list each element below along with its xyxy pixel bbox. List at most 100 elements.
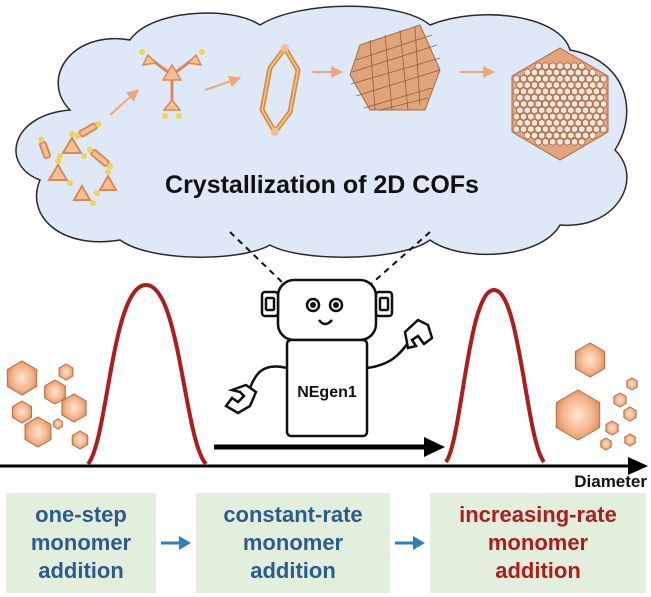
- honeycomb-cell: [512, 100, 520, 108]
- honeycomb-cell: [542, 137, 549, 146]
- honeycomb-cell: [542, 112, 549, 121]
- honeycomb-cell: [600, 87, 608, 96]
- step-arrow-1: [161, 536, 191, 550]
- step-3-line-3: addition: [495, 558, 581, 583]
- honeycomb-cell: [531, 131, 538, 140]
- honeycomb-cell: [512, 87, 520, 96]
- honeycomb-cell: [567, 106, 575, 115]
- honeycomb-cell: [545, 68, 553, 77]
- diameter-axis: [0, 457, 648, 475]
- step-3-line-2: monomer: [487, 530, 589, 555]
- honeycomb-cell: [571, 87, 578, 96]
- honeycomb-cell: [556, 87, 564, 96]
- honeycomb-cell: [567, 93, 575, 102]
- honeycomb-cell: [596, 118, 604, 127]
- honeycomb-cell: [560, 118, 568, 127]
- honeycomb-cell: [538, 106, 546, 115]
- robot: [224, 278, 434, 438]
- step-3-line-1: increasing-rate: [459, 502, 617, 527]
- honeycomb-cell: [523, 81, 531, 90]
- honeycomb-cell: [542, 125, 549, 134]
- step-2-line-2: monomer: [242, 530, 344, 555]
- honeycomb-cell: [585, 74, 593, 83]
- honeycomb-cell: [582, 68, 589, 77]
- step-1-line-2: monomer: [30, 530, 132, 555]
- honeycomb-cell: [600, 100, 608, 108]
- honeycomb-cell: [545, 93, 553, 102]
- honeycomb-cell: [589, 106, 597, 115]
- honeycomb-cell: [523, 118, 531, 127]
- cloud: [15, 5, 628, 258]
- step-arrow-2: [395, 536, 425, 550]
- honeycomb-cell: [527, 125, 535, 134]
- honeycomb-cell: [596, 106, 604, 115]
- crystal-hexagon: [44, 379, 66, 405]
- honeycomb-cell: [596, 81, 604, 90]
- honeycomb-cell: [552, 118, 560, 127]
- honeycomb-cell: [589, 131, 597, 140]
- honeycomb-cell: [527, 100, 535, 108]
- crystal-hexagon: [61, 393, 87, 423]
- honeycomb-cell: [512, 74, 520, 83]
- broad-distribution-curve: [86, 282, 208, 466]
- flow-arrows: [109, 66, 496, 116]
- honeycomb-cell: [589, 81, 597, 90]
- step-2-line-1: constant-rate: [223, 502, 363, 527]
- honeycomb-cell: [585, 100, 593, 108]
- honeycomb-cell: [542, 87, 549, 96]
- monomer-trimer: [139, 49, 205, 119]
- crystal-hexagon: [53, 418, 63, 430]
- honeycomb-cell: [520, 112, 528, 121]
- honeycomb-cell: [556, 125, 564, 134]
- honeycomb-cell: [589, 68, 597, 77]
- hexagonal-cof: [511, 47, 609, 161]
- honeycomb-cell: [600, 112, 608, 121]
- honeycomb-cell: [556, 62, 564, 71]
- crystal-hexagon: [71, 430, 89, 450]
- honeycomb-cell: [531, 68, 538, 77]
- honeycomb-cell: [578, 100, 586, 108]
- step-box-one-step: one-step monomer addition: [6, 493, 156, 593]
- honeycomb-cell: [549, 62, 557, 71]
- honeycomb-cell: [512, 125, 520, 134]
- honeycomb-cell: [578, 62, 586, 71]
- honeycomb-cell: [545, 81, 553, 90]
- honeycomb-cell: [567, 81, 575, 90]
- honeycomb-cell: [534, 100, 542, 108]
- honeycomb-cell: [523, 93, 531, 102]
- honeycomb-cell: [567, 68, 575, 77]
- honeycomb-cell: [549, 87, 557, 96]
- honeycomb-cell: [527, 112, 535, 121]
- honeycomb-cell: [567, 131, 575, 140]
- honeycomb-cell: [560, 68, 568, 77]
- honeycomb-cell: [523, 131, 531, 140]
- honeycomb-cell: [582, 81, 589, 90]
- cloud-title: Crystallization of 2D COFs: [165, 171, 479, 199]
- honeycomb-cell: [527, 87, 535, 96]
- honeycomb-cell: [578, 74, 586, 83]
- honeycomb-cell: [563, 137, 571, 146]
- honeycomb-cell: [556, 112, 564, 121]
- honeycomb-cell: [582, 106, 589, 115]
- honeycomb-cell: [592, 112, 600, 121]
- honeycomb-cell: [534, 87, 542, 96]
- hexagonal-ring: [259, 44, 301, 136]
- crystal-hexagon: [12, 400, 32, 424]
- honeycomb-cell: [516, 106, 524, 115]
- honeycomb-cell: [527, 74, 535, 83]
- crystal-hexagon: [605, 420, 619, 436]
- honeycomb-cell: [596, 93, 604, 102]
- narrow-distribution-curve: [444, 287, 546, 464]
- honeycomb-cell: [574, 118, 582, 127]
- honeycomb-cell: [560, 106, 568, 115]
- crystal-hexagon: [624, 433, 636, 447]
- honeycomb-cell: [520, 87, 528, 96]
- honeycomb-cell: [585, 112, 593, 121]
- honeycomb-cell: [531, 81, 538, 90]
- honeycomb-cell: [582, 93, 589, 102]
- honeycomb-cell: [552, 131, 560, 140]
- honeycomb-cell: [589, 118, 597, 127]
- honeycomb-cell: [523, 106, 531, 115]
- honeycomb-cell: [582, 131, 589, 140]
